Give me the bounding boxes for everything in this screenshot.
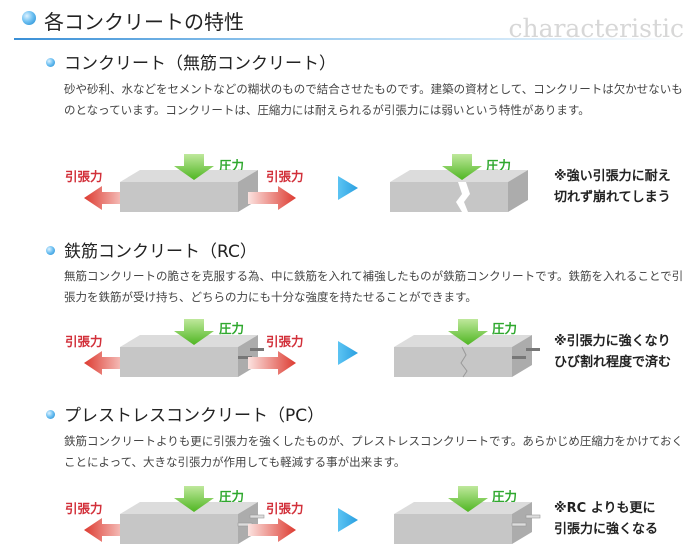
header-bullet-icon [22, 11, 36, 25]
section-bullet-icon [46, 246, 55, 255]
prestressed-concrete-block-icon [394, 502, 541, 544]
compression-label: 圧力 [219, 321, 245, 336]
tension-arrow-right-icon [248, 351, 296, 375]
diagram-plain-concrete [84, 154, 528, 212]
tension-label-right: 引張力 [266, 169, 304, 184]
tension-label-left: 引張力 [65, 169, 103, 184]
section-bullet-icon [46, 58, 55, 67]
section-body-plain-concrete: 砂や砂利、水などをセメントなどの糊状のもので結合させたものです。建築の資材として… [64, 82, 683, 117]
section-body-rc: 無筋コンクリートの脆さを克服する為、中に鉄筋を入れて補強したものが鉄筋コンクリー… [64, 269, 684, 304]
result-note-rc: ※引張力に強くなり ひび割れ程度で済む [554, 334, 672, 370]
tension-label-right: 引張力 [266, 501, 304, 516]
result-note-plain-concrete: ※強い引張力に耐え 切れず崩れてしまう [554, 169, 671, 205]
concrete-block-icon [120, 170, 258, 212]
tension-arrow-right-icon [248, 186, 296, 210]
step-arrow-icon [338, 341, 358, 365]
section-body-pc: 鉄筋コンクリートよりも更に引張力を強くしたものが、プレストレスコンクリートです。… [64, 434, 684, 469]
compression-arrow-result-icon [442, 154, 482, 180]
compression-arrow-icon [174, 486, 214, 512]
diagram-rc [84, 319, 540, 378]
tension-label-left: 引張力 [65, 334, 103, 349]
compression-arrow-icon [174, 154, 214, 180]
compression-label-result: 圧力 [492, 489, 518, 504]
section-bullet-icon [46, 410, 55, 419]
compression-arrow-icon [174, 319, 214, 345]
compression-label: 圧力 [219, 158, 245, 173]
page-title: 各コンクリートの特性 [44, 10, 244, 34]
section-title-pc: プレストレスコンクリート（PC） [64, 406, 325, 426]
tension-arrow-right-icon [248, 518, 296, 542]
compression-arrow-result-icon [448, 486, 488, 512]
diagram-pc [84, 486, 541, 544]
tension-label-right: 引張力 [266, 334, 304, 349]
compression-label-result: 圧力 [486, 158, 512, 173]
rebar-icon [238, 348, 264, 359]
tension-label-left: 引張力 [65, 501, 103, 516]
section-title-rc: 鉄筋コンクリート（RC） [64, 242, 257, 262]
compression-arrow-result-icon [448, 319, 488, 345]
result-note-pc: ※RC よりも更に 引張力に強くなる [554, 501, 659, 537]
page-header: 各コンクリートの特性 characteristic [0, 0, 700, 44]
header-divider [14, 38, 684, 40]
step-arrow-icon [338, 508, 358, 532]
section-title-plain-concrete: コンクリート（無筋コンクリート） [64, 54, 336, 74]
step-arrow-icon [338, 176, 358, 200]
compression-label: 圧力 [219, 489, 245, 504]
compression-label-result: 圧力 [492, 321, 518, 336]
